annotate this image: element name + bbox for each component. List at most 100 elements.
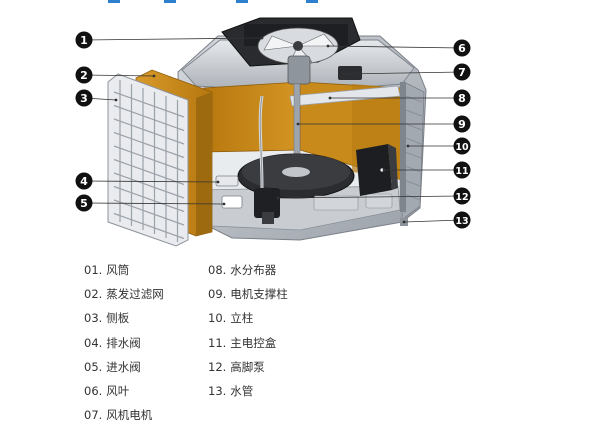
legend-item-label: 风筒	[106, 263, 130, 277]
pump-base-disk	[237, 153, 355, 199]
top-edge-tick	[236, 0, 248, 3]
top-edge-tick	[164, 0, 176, 3]
legend-item-number: 09.	[208, 287, 227, 302]
legend-item: 05.进水阀	[84, 355, 164, 379]
callout-number: 13	[455, 216, 468, 227]
legend-item-number: 10.	[208, 311, 227, 326]
callout-anchor-dot	[276, 196, 280, 200]
callout-circle	[453, 211, 471, 229]
callout-leader-line	[327, 45, 463, 49]
legend-item-number: 06.	[84, 383, 103, 398]
callout-circle	[75, 194, 93, 212]
legend-item: 01.风筒	[84, 258, 164, 282]
legend-item-label: 进水阀	[106, 359, 141, 374]
callout-circle	[453, 161, 471, 179]
legend-item-number: 07.	[84, 408, 103, 423]
callout-anchor-dot	[296, 122, 300, 126]
callout-anchor-dot	[402, 220, 406, 224]
valves	[215, 175, 243, 209]
callout-anchor-dot	[342, 72, 346, 76]
callout-anchor-dot	[326, 44, 330, 48]
callout-circle	[75, 172, 93, 190]
legend-item-label: 水分布器	[230, 263, 277, 277]
callout-leader-line	[83, 74, 155, 77]
callout-number: 2	[80, 69, 88, 82]
callout-number: 7	[458, 66, 466, 79]
legend-item-label: 排水阀	[106, 335, 141, 350]
callout-number: 10	[455, 142, 469, 153]
callout-circle	[453, 137, 471, 155]
callout-leader-line	[83, 180, 219, 183]
callout-number: 11	[455, 166, 468, 177]
callout-leader-line	[83, 202, 225, 205]
legend-item: 10.立柱	[208, 306, 288, 330]
legend-item: 06.风叶	[84, 379, 164, 403]
legend-item-number: 13.	[208, 383, 227, 398]
control-box	[356, 144, 398, 196]
callout-circle	[453, 115, 471, 133]
legend-item: 13.水管	[208, 379, 288, 403]
callout-circle	[75, 89, 93, 107]
legend-item: 12.高脚泵	[208, 355, 288, 379]
callout-number: 12	[455, 192, 468, 203]
legend-item: 02.蒸发过滤网	[84, 282, 164, 306]
side-grille-panel	[107, 73, 189, 247]
legend-item: 11.主电控盒	[208, 331, 288, 355]
legend-item-number: 01.	[84, 263, 103, 277]
callout-number: 1	[80, 34, 88, 47]
legend-item-number: 05.	[84, 359, 103, 374]
top-edge-strip	[0, 0, 600, 4]
tray-fittings	[313, 193, 393, 211]
legend-item-label: 蒸发过滤网	[106, 287, 164, 302]
callout-leader-line	[343, 71, 463, 75]
legend-item-number: 11.	[208, 335, 227, 350]
water-pipe	[258, 95, 264, 189]
legend-item-number: 04.	[84, 335, 103, 350]
legend-item-number: 12.	[208, 359, 227, 374]
legend-item-label: 风机电机	[106, 408, 153, 423]
fan-blades	[257, 27, 339, 65]
callout-leader-line	[403, 219, 463, 223]
callout-number: 8	[458, 92, 466, 105]
callout-number: 9	[458, 118, 466, 131]
callout-leader-line	[277, 195, 463, 199]
callout-circle	[453, 63, 471, 81]
callout-number: 3	[80, 92, 88, 105]
legend-item-label: 水管	[230, 383, 254, 398]
legend-item-label: 高脚泵	[230, 359, 265, 374]
legend-item: 03.侧板	[84, 306, 164, 330]
callout-circle	[453, 187, 471, 205]
legend-item-label: 立柱	[230, 311, 254, 326]
callout-anchor-dot	[382, 168, 386, 172]
callout-leader-line	[83, 37, 263, 41]
legend-item: 07.风机电机	[84, 403, 164, 427]
legend-item: 04.排水阀	[84, 331, 164, 355]
callout-anchor-dot	[152, 74, 156, 78]
callout-anchor-dot	[222, 202, 226, 206]
callout-circle	[453, 89, 471, 107]
legend-item-label: 风叶	[106, 383, 130, 398]
fan-motor	[287, 55, 362, 85]
callout-anchor-dot	[260, 36, 264, 40]
legend-item-label: 侧板	[106, 311, 130, 326]
pump	[254, 188, 280, 224]
legend-item-label: 电机支撑柱	[230, 287, 288, 302]
legend-item-number: 03.	[84, 311, 103, 326]
right-side-ribs	[401, 81, 425, 221]
upright-column	[400, 82, 406, 212]
callout-circle	[75, 31, 93, 49]
legend-item: 09.电机支撑柱	[208, 282, 288, 306]
callout-anchor-dot	[406, 144, 410, 148]
callout-number: 4	[80, 175, 88, 188]
legend-item-number: 02.	[84, 287, 103, 302]
callout-circle	[75, 66, 93, 84]
callout-anchor-dot	[114, 98, 118, 102]
top-edge-tick	[108, 0, 120, 3]
legend-item-label: 主电控盒	[230, 335, 277, 350]
top-edge-tick	[306, 0, 318, 3]
callout-number: 6	[458, 42, 466, 55]
callout-anchor-dot	[216, 180, 220, 184]
